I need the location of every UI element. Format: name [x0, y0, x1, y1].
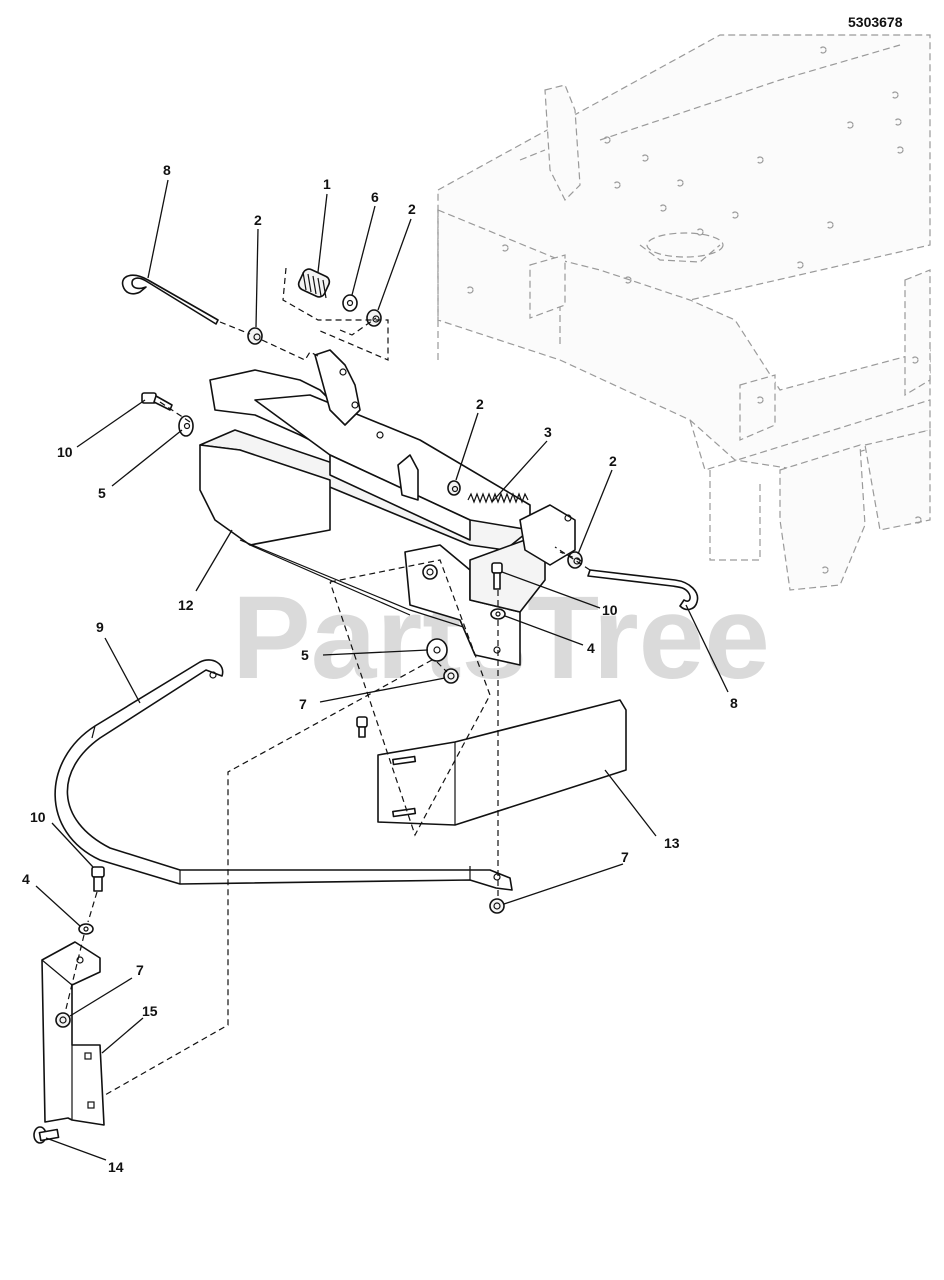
bolt-shield [356, 716, 368, 738]
nut-2-d [567, 551, 583, 569]
callout-3: 3 [544, 424, 552, 440]
assembly-lines [64, 267, 591, 1096]
washer-5-b [426, 638, 448, 662]
callout-10-b: 10 [602, 602, 618, 618]
callout-1: 1 [323, 176, 331, 192]
washer-4-a [490, 608, 506, 620]
mower-deck-ghost [437, 34, 931, 591]
washer-4-b [78, 923, 94, 935]
carriage-bolt-14 [33, 1126, 60, 1144]
callout-8-upper: 8 [163, 162, 171, 178]
bolt-10-b [491, 562, 503, 590]
spring-1 [297, 268, 331, 299]
callout-7-b: 7 [621, 849, 629, 865]
callout-2-a: 2 [254, 212, 262, 228]
document-id: 5303678 [848, 14, 903, 30]
bolt-10-a [141, 392, 173, 411]
shield-13 [377, 699, 627, 826]
callout-12: 12 [178, 597, 194, 613]
bracket-15 [41, 941, 105, 1126]
callout-9: 9 [96, 619, 104, 635]
washer-6 [342, 294, 358, 312]
callout-numbers: 8 2 1 6 2 10 5 2 3 2 12 10 4 5 7 8 9 13 … [22, 162, 738, 1175]
callout-6: 6 [371, 189, 379, 205]
lift-frame-assembly [199, 349, 576, 666]
spring-3 [467, 492, 529, 504]
nut-2-a [247, 327, 263, 345]
callout-4-b: 4 [22, 871, 30, 887]
callout-2-d: 2 [609, 453, 617, 469]
callout-13: 13 [664, 835, 680, 851]
leader-lines [35, 179, 729, 1161]
nut-7-c [55, 1012, 71, 1028]
callout-10-a: 10 [57, 444, 73, 460]
nut-7-a [443, 668, 459, 684]
callout-10-c: 10 [30, 809, 46, 825]
hitch-pin-8-upper [121, 274, 219, 325]
callout-2-b: 2 [408, 201, 416, 217]
callout-2-c: 2 [476, 396, 484, 412]
callout-14: 14 [108, 1159, 124, 1175]
nut-2-c [447, 480, 461, 496]
hitch-pin-8-right [587, 569, 699, 611]
callout-15: 15 [142, 1003, 158, 1019]
callout-8-right: 8 [730, 695, 738, 711]
callout-4-a: 4 [587, 640, 595, 656]
nut-7-b [489, 898, 505, 914]
callout-5-b: 5 [301, 647, 309, 663]
callout-7-c: 7 [136, 962, 144, 978]
bolt-10-c [91, 866, 105, 892]
bumper-tube-9 [54, 659, 513, 891]
callout-7-a: 7 [299, 696, 307, 712]
callout-5-a: 5 [98, 485, 106, 501]
